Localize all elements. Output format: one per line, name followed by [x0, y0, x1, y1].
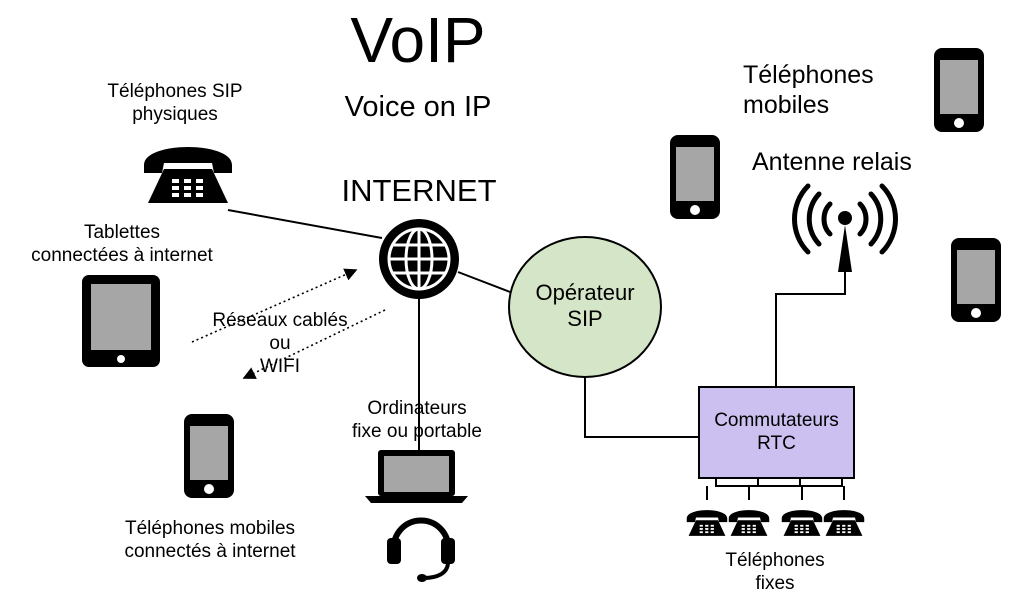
link-switch-antenna — [775, 272, 846, 387]
laptop-icon — [365, 450, 468, 503]
smartphone-icon — [670, 135, 720, 219]
desk-phone-icon — [781, 510, 823, 536]
smartphone-icon — [184, 414, 234, 498]
link-sip-phone-internet — [227, 209, 383, 239]
sip-operator-node — [508, 236, 662, 378]
relay-antenna-label: Antenne relais — [752, 148, 912, 176]
diagram-title: VoIP — [350, 4, 486, 76]
desk-phone-icon — [686, 510, 728, 536]
link-operator-switch — [584, 370, 699, 438]
connection-lines — [227, 209, 846, 500]
internet-label: INTERNET — [341, 173, 497, 208]
desk-phone-icon — [144, 147, 232, 203]
rtc-switch-node — [698, 386, 855, 479]
diagram-subtitle: Voice on IP — [344, 91, 492, 123]
smartphone-icon — [951, 238, 1001, 322]
tablet-icon — [82, 275, 160, 367]
desk-phone-icon — [728, 510, 770, 536]
globe-icon — [379, 219, 459, 299]
desk-phone-icon — [823, 510, 865, 536]
wireless-arrow-out — [242, 309, 386, 379]
headset-icon — [387, 517, 455, 582]
smartphone-icon — [934, 48, 984, 132]
link-switch-phones — [715, 478, 843, 487]
antenna-icon — [792, 183, 898, 272]
link-internet-operator — [457, 271, 511, 293]
